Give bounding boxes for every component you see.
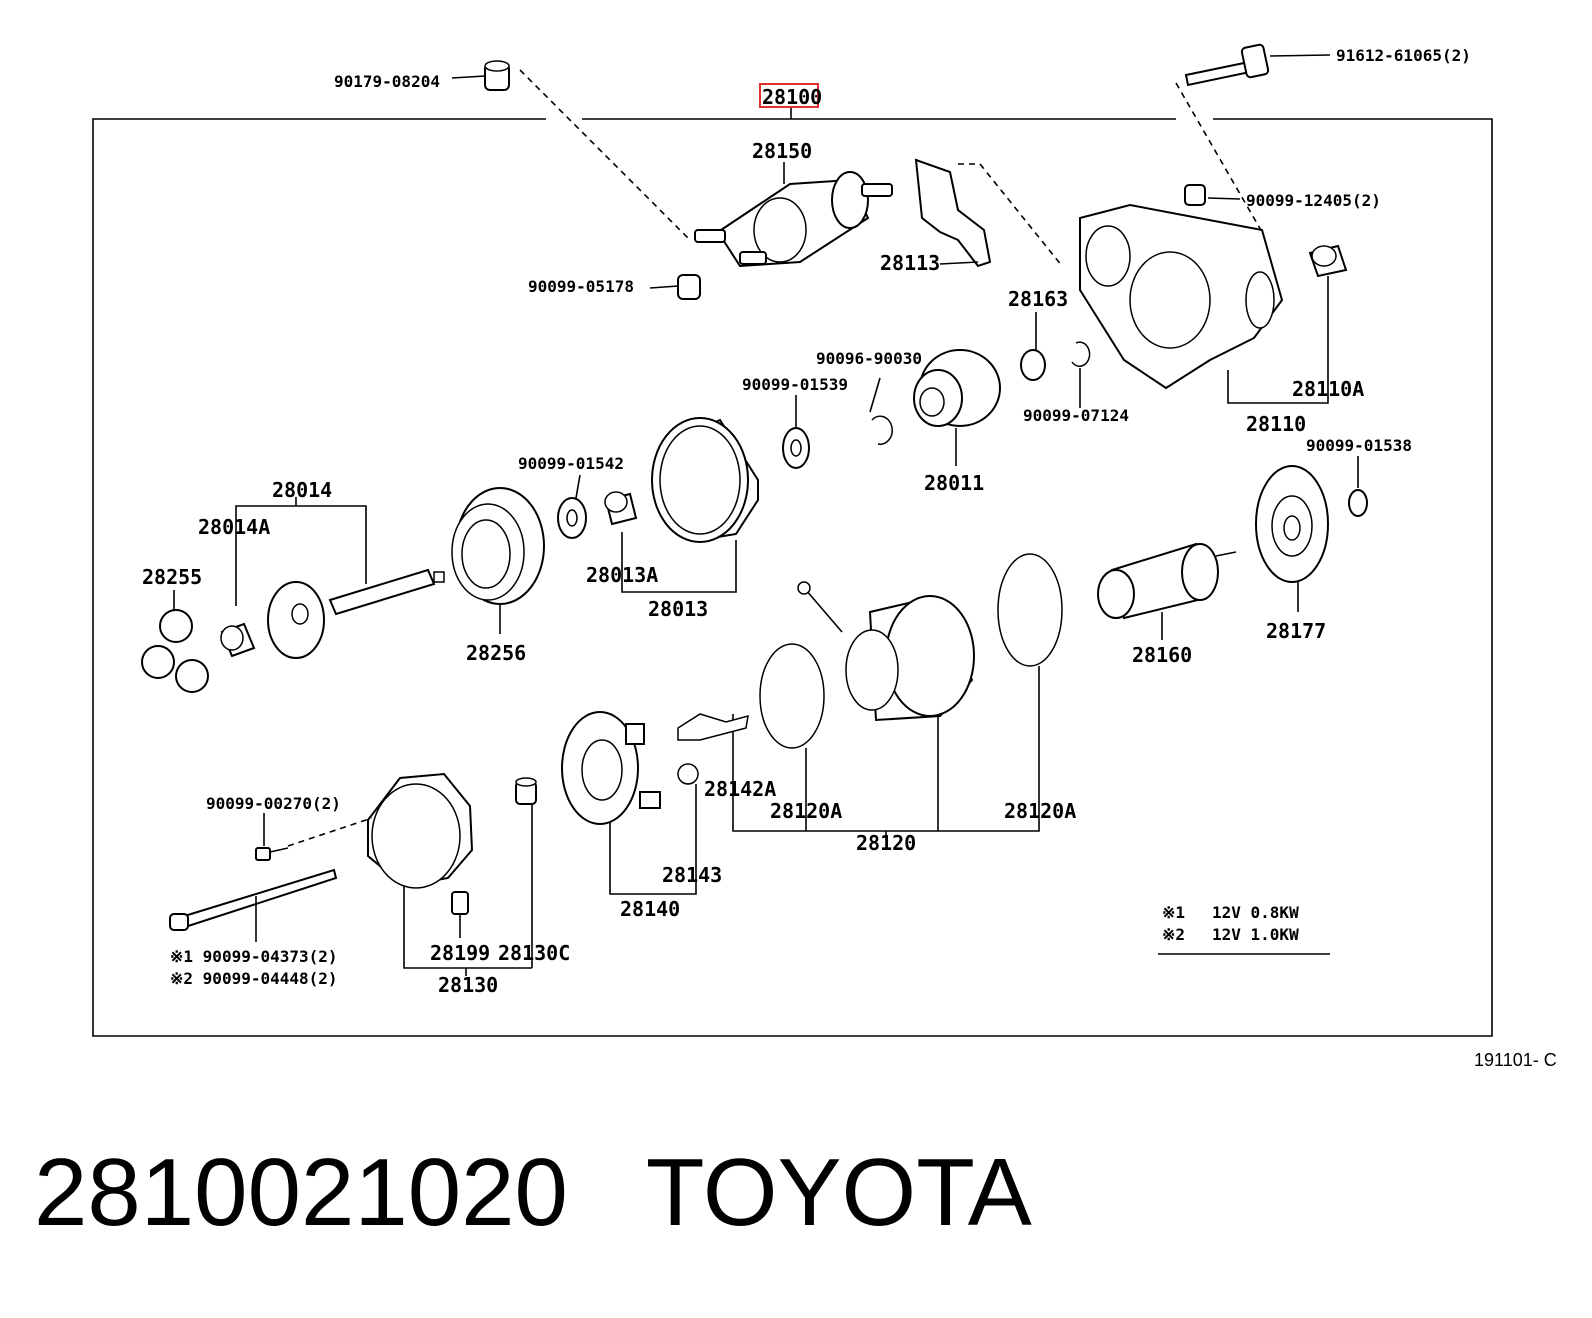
label-28140[interactable]: 28140 [620,897,680,921]
label-28014A[interactable]: 28014A [198,515,270,539]
label-28011[interactable]: 28011 [924,471,984,495]
label-28130[interactable]: 28130 [438,973,498,997]
label-28130C[interactable]: 28130C [498,941,570,965]
planetary-shaft-part [267,568,445,659]
label-90099-04448[interactable]: ※2 90099-04448(2) [170,969,338,988]
label-28013[interactable]: 28013 [648,597,708,621]
label-90099-07124[interactable]: 90099-07124 [1023,406,1129,425]
note-1-spec: 12V 0.8KW [1212,903,1299,922]
label-90099-04373[interactable]: ※1 90099-04373(2) [170,947,338,966]
label-28199[interactable]: 28199 [430,941,490,965]
label-90099-00270[interactable]: 90099-00270(2) [206,794,341,813]
brand-name: TOYOTA [645,1139,1032,1246]
solenoid-part [694,171,893,268]
note-2-spec: 12V 1.0KW [1212,925,1299,944]
label-28255[interactable]: 28255 [142,565,202,589]
brush-holder-part [561,711,661,825]
label-28120[interactable]: 28120 [856,831,916,855]
o-ring-left-part [759,643,825,749]
label-90179-08204[interactable]: 90179-08204 [334,72,440,91]
label-28113[interactable]: 28113 [880,251,940,275]
end-plate-part [1255,465,1329,583]
clutch-part [913,349,1001,427]
spec-notes: ※1 12V 0.8KW ※2 12V 1.0KW [1158,903,1330,955]
o-ring-right-part [997,553,1063,667]
label-28143[interactable]: 28143 [662,863,722,887]
label-28110A[interactable]: 28110A [1292,377,1364,401]
lever-part [914,158,992,268]
label-28163[interactable]: 28163 [1008,287,1068,311]
label-28110[interactable]: 28110 [1246,412,1306,436]
housing-part [1079,203,1284,390]
label-90099-01539[interactable]: 90099-01539 [742,375,848,394]
assembly-part-label[interactable]: 28100 [762,85,822,109]
label-28142A[interactable]: 28142A [704,777,776,801]
label-90099-05178[interactable]: 90099-05178 [528,277,634,296]
note-1-mark: ※1 [1162,903,1185,922]
label-90096-90030[interactable]: 90096-90030 [816,349,922,368]
label-90099-01538[interactable]: 90099-01538 [1306,436,1412,455]
armature-part [1097,542,1237,620]
label-28160[interactable]: 28160 [1132,643,1192,667]
internal-gear-part [451,487,545,605]
label-28177[interactable]: 28177 [1266,619,1326,643]
part-number: 2810021020 [34,1139,568,1246]
end-frame-part [367,772,474,889]
label-90099-01542[interactable]: 90099-01542 [518,454,624,473]
diagram-reference-code: 191101- C [1474,1050,1557,1070]
label-90099-12405[interactable]: 90099-12405(2) [1246,191,1381,210]
assembly-frame [92,118,1493,1037]
label-91612-61065[interactable]: 91612-61065(2) [1336,46,1471,65]
product-caption: 2810021020 TOYOTA [34,1138,1032,1248]
label-28013A[interactable]: 28013A [586,563,658,587]
field-frame-part [797,581,975,722]
label-28120A-left[interactable]: 28120A [770,799,842,823]
assembly-highlight-box [759,83,819,108]
label-28150[interactable]: 28150 [752,139,812,163]
label-28120A-right[interactable]: 28120A [1004,799,1076,823]
label-28014[interactable]: 28014 [272,478,332,502]
planet-gears-part [141,609,209,693]
gear-housing-part [651,417,759,543]
note-2-mark: ※2 [1162,925,1185,944]
label-28256[interactable]: 28256 [466,641,526,665]
